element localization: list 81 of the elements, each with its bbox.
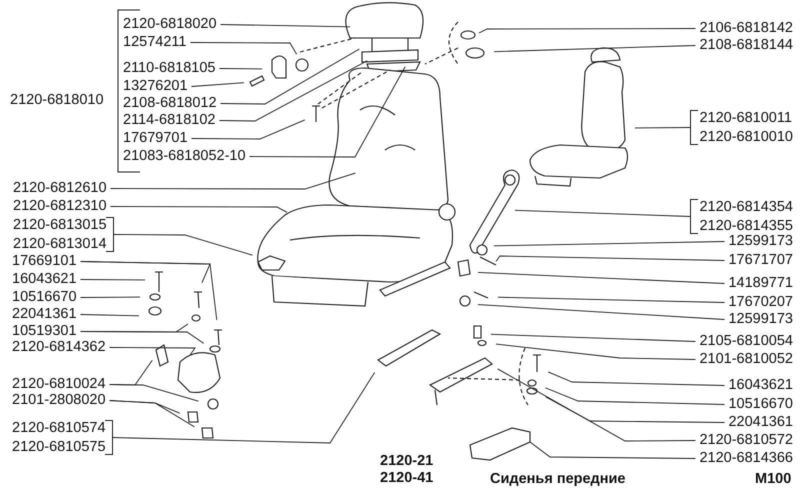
part-number: 2120-6814354 — [699, 198, 793, 216]
part-number: 2108-6818012 — [123, 95, 217, 112]
part-number: 21083-6818052-10 — [123, 148, 246, 165]
part-number: 2101-6810052 — [699, 351, 793, 368]
leader-line — [80, 296, 140, 298]
leader-line — [497, 368, 696, 442]
leader-line — [109, 384, 199, 402]
part-number: 2120-6810572 — [699, 432, 793, 449]
leader-line — [80, 331, 204, 344]
part-number: 2120-6812610 — [13, 180, 107, 197]
leader-line — [490, 334, 696, 342]
leader-line — [109, 400, 195, 428]
part-number: 12599173 — [728, 311, 793, 328]
part-number: 2120-6813014 — [13, 234, 107, 253]
leader-line — [219, 60, 368, 122]
part-number: 16043621 — [728, 377, 793, 394]
leader-line — [634, 127, 691, 128]
part-number: 10516670 — [728, 396, 793, 413]
leader-line — [530, 442, 696, 459]
leader-line — [545, 396, 725, 423]
leader-line — [110, 172, 356, 190]
part-number: 2120-6818020 — [123, 16, 217, 33]
part-number: 2120-6814362 — [12, 339, 106, 356]
part-number: 14189771 — [728, 275, 793, 292]
model-number: 2120-41 — [380, 470, 434, 487]
leader-line — [110, 206, 288, 213]
part-number: 2120-6810024 — [12, 376, 106, 393]
part-number: 12574211 — [123, 34, 186, 51]
leader-line — [544, 387, 725, 405]
leader-line — [80, 314, 140, 316]
leader-line — [219, 68, 262, 70]
part-number: 2120-6810011 — [699, 109, 793, 128]
part-number: 17669101 — [12, 253, 77, 270]
part-number: 2105-6810054 — [699, 333, 793, 350]
leader-line — [191, 82, 244, 87]
part-number: 17671707 — [728, 252, 793, 269]
leader-line — [112, 372, 376, 444]
part-number: 10519301 — [12, 323, 77, 340]
leader-line — [80, 279, 146, 280]
part-number: 2120-6812310 — [13, 198, 107, 215]
leader-line — [548, 371, 725, 386]
part-number: 2101-2808020 — [12, 392, 106, 409]
leader-line — [80, 261, 218, 321]
part-number: 2106-6818142 — [699, 20, 793, 37]
part-number: 2110-6818105 — [123, 60, 216, 77]
leader-line — [478, 272, 725, 284]
leader-line — [249, 66, 406, 158]
leader-line — [496, 344, 696, 360]
model-number: 2120-21 — [380, 453, 434, 470]
part-number: 2108-6818144 — [699, 37, 793, 54]
leader-line — [478, 28, 696, 34]
leader-line — [494, 45, 696, 52]
leader-line — [514, 210, 691, 217]
part-number: 2120-6814355 — [699, 216, 793, 234]
part-number: 13276201 — [123, 78, 188, 95]
leader-line — [220, 24, 350, 28]
part-number: 2120-6810575 — [12, 438, 106, 456]
page-code: M100 — [755, 471, 792, 488]
part-number: 12599173 — [728, 233, 793, 250]
part-number: 16043621 — [12, 271, 77, 288]
leader-line — [109, 347, 196, 356]
diagram-title: Сиденья передние — [490, 471, 626, 488]
part-number: 2120-6813015 — [13, 216, 107, 234]
part-number: 22041361 — [12, 306, 77, 323]
part-number: 2120-6814366 — [699, 450, 793, 467]
leader-line — [190, 42, 298, 55]
leader-line — [113, 234, 253, 256]
part-number: 17670207 — [728, 294, 793, 311]
part-number: 2120-6818010 — [10, 92, 104, 109]
leader-line — [494, 241, 725, 246]
leader-line — [498, 296, 725, 303]
part-number: 2120-6810010 — [699, 128, 793, 146]
part-number: 17679701 — [123, 130, 188, 147]
leader-line — [191, 119, 306, 140]
part-number: 22041361 — [728, 414, 793, 431]
part-number: 2120-6810574 — [12, 419, 106, 438]
leader-line — [496, 256, 725, 262]
part-number: 2114-6818102 — [123, 112, 216, 129]
leader-line — [478, 304, 725, 320]
part-number: 10516670 — [12, 289, 77, 306]
leader-line — [220, 48, 360, 104]
